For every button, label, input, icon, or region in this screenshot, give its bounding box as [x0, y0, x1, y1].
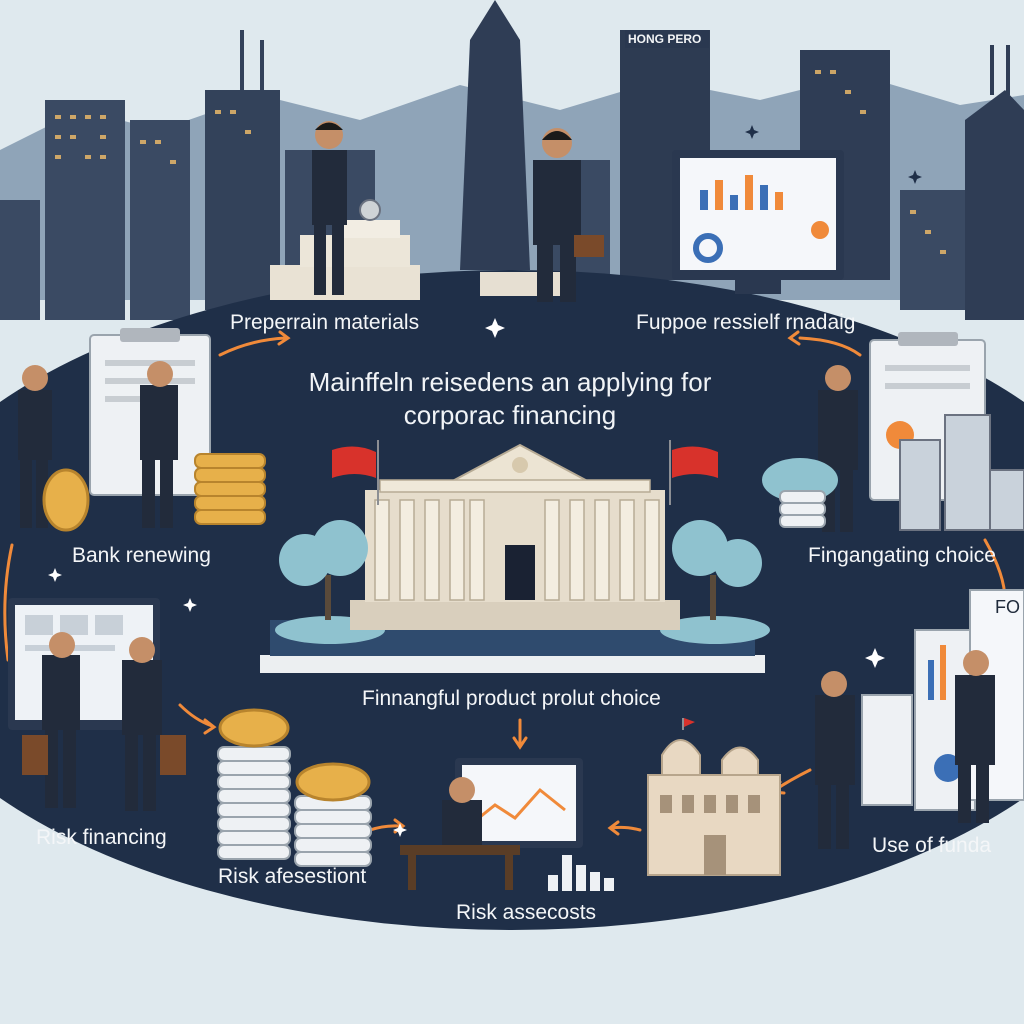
- chart-monitor: [672, 150, 844, 294]
- step-label-risk-assets: Risk assecosts: [456, 901, 597, 924]
- financing-choice-scene: [762, 332, 1024, 532]
- main-title-line-2: corporac financing: [403, 399, 617, 430]
- risk-financing-scene: [8, 598, 186, 811]
- step-label-financing-choice: Fingangating choice: [808, 544, 996, 567]
- bank-review-scene: [18, 328, 266, 532]
- main-title: Mainffeln reisedens an applying for corp…: [300, 366, 720, 431]
- domed-building: [647, 718, 781, 876]
- flags: [332, 440, 718, 505]
- use-of-funds-scene: [815, 589, 1024, 849]
- step-label-bank-reviewing: Bank renewing: [72, 544, 211, 567]
- risk-assessment-desk: [400, 758, 614, 891]
- step-label-preparing-materials: Preperrain materials: [230, 311, 420, 334]
- tower-sign: HONG PERO: [628, 32, 702, 46]
- step-label-use-of-funds: Use of funda: [872, 834, 992, 857]
- step-label-product-choice: Finnangful product prolut choice: [362, 687, 661, 710]
- tower-sign-plate: [625, 30, 709, 48]
- main-title-line-1: Mainffeln reisedens an applying for: [308, 367, 712, 397]
- step-label-risk-financing: Risk financing: [36, 826, 167, 849]
- sparkles: [48, 125, 922, 837]
- step-label-purpose: Fuppoe ressielf rnadaig: [636, 311, 856, 334]
- coin-stacks: [217, 708, 372, 867]
- bank-building: [260, 443, 770, 673]
- trees: [279, 520, 762, 620]
- step-label-risk-assessment: Risk afesestiont: [218, 865, 367, 888]
- podium-scene: [270, 121, 420, 300]
- document-sign: FO: [995, 597, 1020, 617]
- building-windows: [55, 70, 946, 254]
- businessman-briefcase-scene: [480, 128, 604, 302]
